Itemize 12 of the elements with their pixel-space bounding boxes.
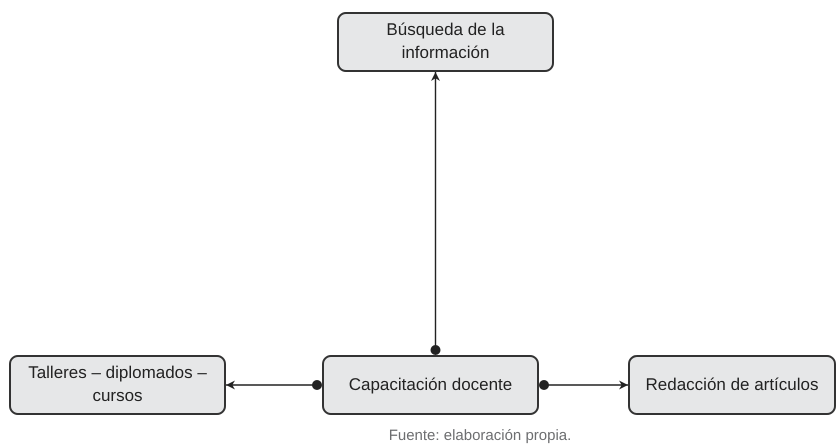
- box-label: Redacción de artículos: [646, 374, 818, 396]
- arrow: [430, 72, 440, 355]
- arrow: [226, 380, 322, 390]
- box-label: Búsqueda de la información: [385, 19, 506, 64]
- process-box: [337, 12, 554, 72]
- box-label: Talleres – diplomados – cursos: [27, 362, 208, 407]
- caption: Fuente: elaboración propia.: [388, 427, 572, 444]
- process-box: [628, 355, 836, 415]
- arrow: [539, 380, 628, 390]
- process-box: [322, 355, 539, 415]
- box-label: Capacitación docente: [348, 374, 512, 396]
- process-box: [9, 355, 226, 415]
